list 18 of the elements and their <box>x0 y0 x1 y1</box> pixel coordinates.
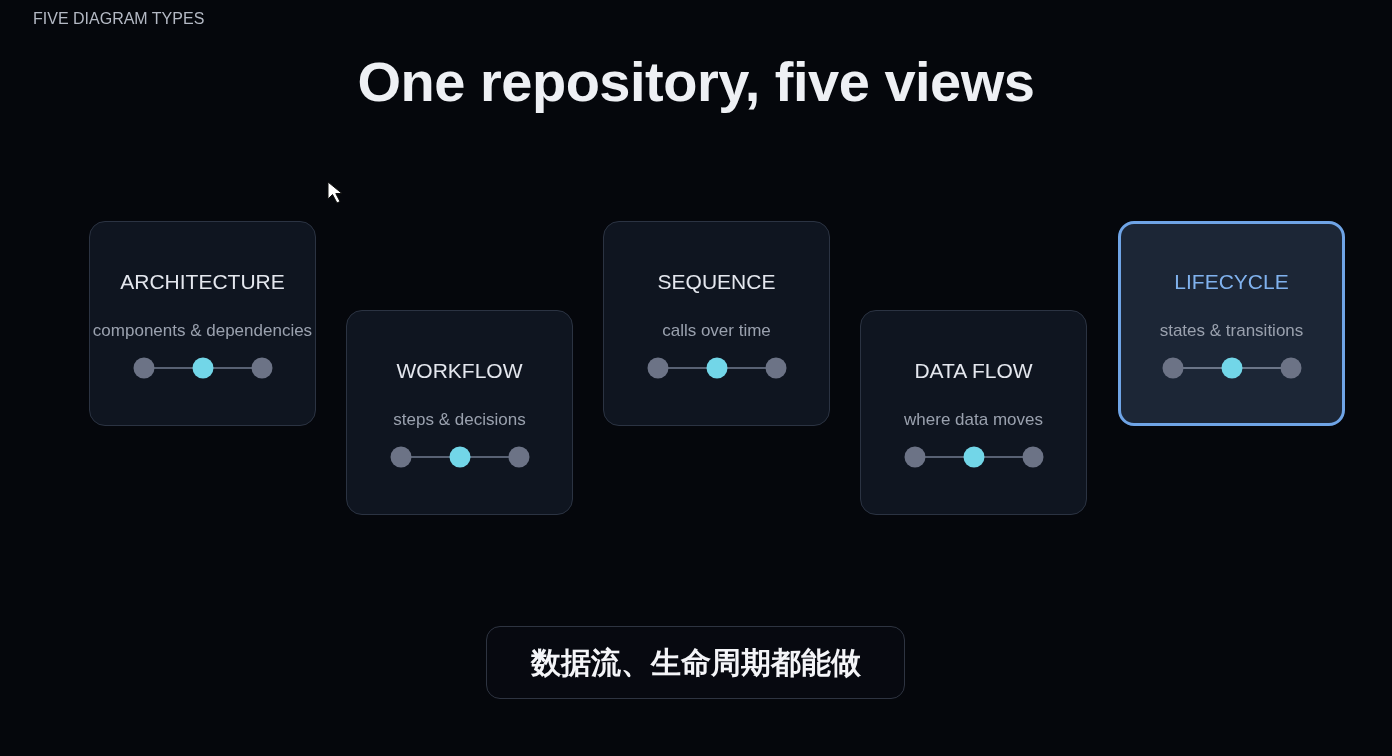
card-title: DATA FLOW <box>914 358 1033 384</box>
card-title: ARCHITECTURE <box>120 269 285 295</box>
diagram-type-card <box>603 221 830 426</box>
card-subtitle: states & transitions <box>1159 320 1304 342</box>
card-title: WORKFLOW <box>396 358 523 384</box>
diagram-type-card <box>346 310 573 515</box>
card-subtitle: where data moves <box>904 409 1043 431</box>
slide-title: One repository, five views <box>357 50 1035 114</box>
diagram-type-card <box>860 310 1087 515</box>
breadcrumb-label: FIVE DIAGRAM TYPES <box>33 9 205 29</box>
diagram-type-card <box>1118 221 1345 426</box>
card-subtitle: calls over time <box>662 320 771 342</box>
card-subtitle: components & dependencies <box>92 320 313 342</box>
card-title: SEQUENCE <box>657 269 776 295</box>
card-subtitle: steps & decisions <box>393 409 526 431</box>
diagram-type-card <box>89 221 316 426</box>
card-title: LIFECYCLE <box>1174 269 1289 295</box>
subtitle-caption: 数据流、生命周期都能做 <box>486 626 905 699</box>
